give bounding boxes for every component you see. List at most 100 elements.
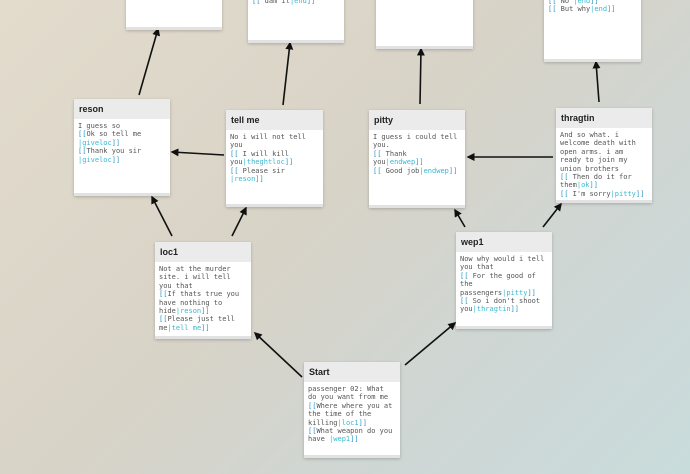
excerpt-line: [[What weapon do you have |wep1]]: [308, 427, 396, 444]
arrow-wep1-to-thragtin: [542, 202, 562, 228]
excerpt-text: For the good of the passengers: [460, 271, 541, 297]
link-bracket: [[: [78, 147, 87, 156]
link-target: |reson: [175, 307, 202, 316]
excerpt-text: Please just tell me: [159, 315, 240, 332]
link-bracket: ]]: [358, 418, 368, 427]
passage-card-top4[interactable]: [[ No |end]][[ But why|end]]: [544, 0, 641, 62]
passage-card-pitty[interactable]: pitty I guess i could tell you.[[ Thank …: [369, 110, 465, 208]
excerpt-line: [[ So i don't shoot you|thragtin]]: [460, 297, 548, 314]
excerpt-text: I'm sorry: [572, 189, 611, 198]
passage-title: thragtin: [556, 108, 652, 128]
link-bracket: ]]: [255, 175, 264, 184]
arrow-start-to-wep1: [404, 322, 457, 366]
link-target: |endwep: [419, 166, 449, 175]
link-target: |theghtloc: [242, 158, 285, 167]
excerpt-text: No i will not tell you: [230, 133, 311, 150]
passage-card-top1[interactable]: [126, 0, 222, 30]
excerpt-text: Please sir: [242, 166, 290, 175]
excerpt-text: I guess i could tell you.: [373, 133, 462, 150]
passage-card-top3[interactable]: [376, 0, 473, 49]
passage-card-reson[interactable]: reson I guess so[[Ok so tell me |giveloc…: [74, 99, 170, 196]
passage-card-start[interactable]: Start passenger 02: What do you want fro…: [304, 362, 400, 458]
arrow-loc1-to-tellme: [231, 206, 247, 237]
excerpt-line: No i will not tell you: [230, 133, 319, 150]
link-target: |pitty: [502, 288, 528, 297]
link-bracket: [[: [548, 5, 561, 14]
excerpt-line: [[ Good job|endwep]]: [373, 167, 461, 175]
excerpt-line: [[ I'm sorry|pitty]]: [560, 190, 648, 198]
passage-card-loc1[interactable]: loc1 Not at the murder site. i will tell…: [155, 242, 251, 339]
arrow-loc1-to-reson: [151, 195, 173, 237]
excerpt-text: So i don't shoot you: [460, 297, 545, 314]
link-target: |ok: [576, 181, 590, 190]
link-bracket: ]]: [306, 0, 316, 5]
excerpt-text: And so what. i welcome death with open a…: [560, 131, 641, 173]
link-bracket: ]]: [510, 305, 520, 314]
excerpt-line: Not at the murder site. i will tell you …: [159, 265, 247, 290]
link-target: |reson: [230, 175, 256, 184]
link-bracket: ]]: [635, 189, 645, 198]
excerpt-line: [[Where where you at the time of the kil…: [308, 402, 396, 427]
passage-card-wep1[interactable]: wep1 Now why would i tell you that[[ For…: [456, 232, 552, 329]
link-bracket: ]]: [415, 158, 424, 167]
excerpt-text: Not at the murder site. i will tell you …: [159, 265, 235, 290]
link-target: |giveloc: [78, 138, 112, 147]
link-bracket: ]]: [201, 323, 210, 332]
link-bracket: ]]: [350, 435, 359, 444]
arrow-thragtin-to-top4: [592, 60, 601, 103]
link-bracket: [[: [159, 315, 168, 324]
passage-card-tell-me[interactable]: tell me No i will not tell you[[ I will …: [226, 110, 323, 207]
excerpt-line: passenger 02: What do you want from me: [308, 385, 396, 402]
passage-excerpt: Now why would i tell you that[[ For the …: [456, 252, 552, 317]
link-bracket: ]]: [590, 0, 599, 5]
link-bracket: ]]: [607, 5, 616, 14]
excerpt-text: Thank you sir: [86, 147, 146, 156]
excerpt-text: Good job: [385, 166, 420, 175]
passage-title: wep1: [456, 232, 552, 252]
passage-excerpt: passenger 02: What do you want from me[[…: [304, 382, 400, 447]
link-bracket: ]]: [111, 138, 121, 147]
passage-excerpt: [[ dam it|end]]: [248, 0, 344, 8]
excerpt-line: [[Ok so tell me |giveloc]]: [78, 130, 166, 147]
link-bracket: ]]: [448, 166, 458, 175]
arrow-wep1-to-pitty: [454, 208, 466, 228]
excerpt-text: What weapon do you have: [308, 427, 397, 444]
excerpt-text: If thats true you have nothing to hide: [159, 290, 244, 316]
link-bracket: [[: [460, 297, 473, 306]
excerpt-text: Where where you at the time of the killi…: [308, 401, 397, 427]
link-bracket: [[: [373, 166, 386, 175]
passage-excerpt: [[ No |end]][[ But why|end]]: [544, 0, 641, 17]
passage-card-thragtin[interactable]: thragtin And so what. i welcome death wi…: [556, 108, 652, 203]
arrow-tellme-to-top2: [282, 41, 294, 106]
link-bracket: [[: [252, 0, 265, 5]
link-target: |loc1: [337, 418, 359, 427]
passage-card-top2[interactable]: [[ dam it|end]]: [248, 0, 344, 43]
excerpt-line: [[If thats true you have nothing to hide…: [159, 290, 247, 315]
excerpt-line: [[ dam it|end]]: [252, 0, 340, 5]
link-target: |endwep: [385, 158, 416, 167]
excerpt-line: [[ Then do it for them|ok]]: [560, 173, 648, 190]
passage-excerpt: I guess i could tell you.[[ Thank you|en…: [369, 130, 465, 178]
excerpt-line: I guess so: [78, 122, 166, 130]
arrow-pitty-to-top3: [416, 47, 425, 105]
link-target: |end: [289, 0, 307, 5]
excerpt-line: [[ Please sir |reson]]: [230, 167, 319, 184]
link-target: |tell me: [167, 323, 202, 332]
excerpt-line: I guess i could tell you.: [373, 133, 461, 150]
excerpt-text: I will kill you: [230, 149, 294, 167]
passage-excerpt: I guess so[[Ok so tell me |giveloc]][[Th…: [74, 119, 170, 167]
link-bracket: ]]: [201, 307, 210, 316]
excerpt-line: And so what. i welcome death with open a…: [560, 131, 648, 173]
passage-excerpt: Not at the murder site. i will tell you …: [155, 262, 251, 335]
link-bracket: [[: [560, 173, 573, 182]
link-bracket: [[: [560, 189, 573, 198]
excerpt-line: [[ Thank you|endwep]]: [373, 150, 461, 167]
link-bracket: [[: [460, 271, 473, 280]
excerpt-text: No: [560, 0, 574, 5]
excerpt-line: [[ For the good of the passengers|pitty]…: [460, 272, 548, 297]
passage-title: reson: [74, 99, 170, 119]
passage-title: tell me: [226, 110, 323, 130]
arrow-start-to-loc1: [253, 331, 303, 378]
link-bracket: [[: [78, 130, 87, 139]
